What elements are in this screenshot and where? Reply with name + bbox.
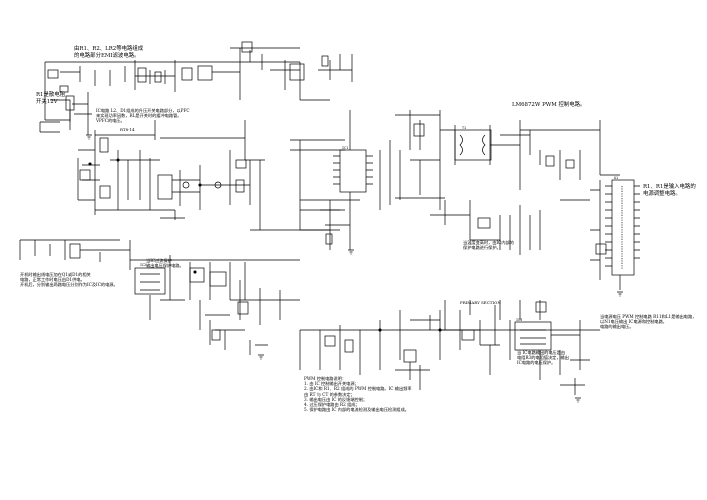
ic-label-3: IC3 xyxy=(516,318,523,322)
pwm-output-note: 当电源电压 PWM 控制电路 R11和L1是输出电路， 以N1电压输出 IC电源… xyxy=(600,314,697,330)
pwm-description-note: PWM 控制电路说明： 1. 由 IC 控制输出开关电源； 2. 由IC和 R1… xyxy=(304,376,412,413)
ic-part-label: RT8-14 xyxy=(120,127,135,132)
pwm-title-note: LM6872W PWM 控制电路。 xyxy=(512,102,586,108)
output-connector-section xyxy=(590,179,640,290)
connector-note: R1、R1是输入电路的 电源调整电路。 xyxy=(643,184,696,197)
protection-box-note: 当IC过流保护 输出电压保护电路。 xyxy=(146,258,184,269)
ground-symbols xyxy=(86,134,623,403)
emi-filter-section xyxy=(39,41,353,135)
stage-label: PRIMARY SECTION xyxy=(460,300,501,305)
pfc-note: IC电路 L2、D1组成的升压开关电路部分，以PFC 来实现功率因数，RL是开关… xyxy=(96,108,190,124)
emi-filter-note: 由R1、R2、LR2等电路组成 的电路部分EMI滤波电路。 xyxy=(74,46,144,59)
standby-section xyxy=(19,239,300,355)
temperature-note: 当温度变高时，由IC内部的 保护电路进行保护。 xyxy=(463,240,514,251)
ic-label-4: U1 xyxy=(614,176,619,180)
transformer-label: T1 xyxy=(462,126,467,130)
startup-note: 开机时输出线电压加在Q1或D1的相关 电路，正常工作时电压由D1供电。 开机后，… xyxy=(20,272,118,288)
ic-voltage-note: 当 IC电路输出的电压是由 电阻R3的电阻值决定，输出 IC电路的电压保护。 xyxy=(517,350,569,366)
input-note: R1是散电阻 开关12V xyxy=(36,92,66,105)
pwm-controller-section xyxy=(290,110,620,255)
pfc-section xyxy=(77,120,330,231)
ic-label-2: IC2 xyxy=(140,263,147,267)
ic-label-1: IC1 xyxy=(342,146,349,150)
secondary-section xyxy=(299,300,600,395)
